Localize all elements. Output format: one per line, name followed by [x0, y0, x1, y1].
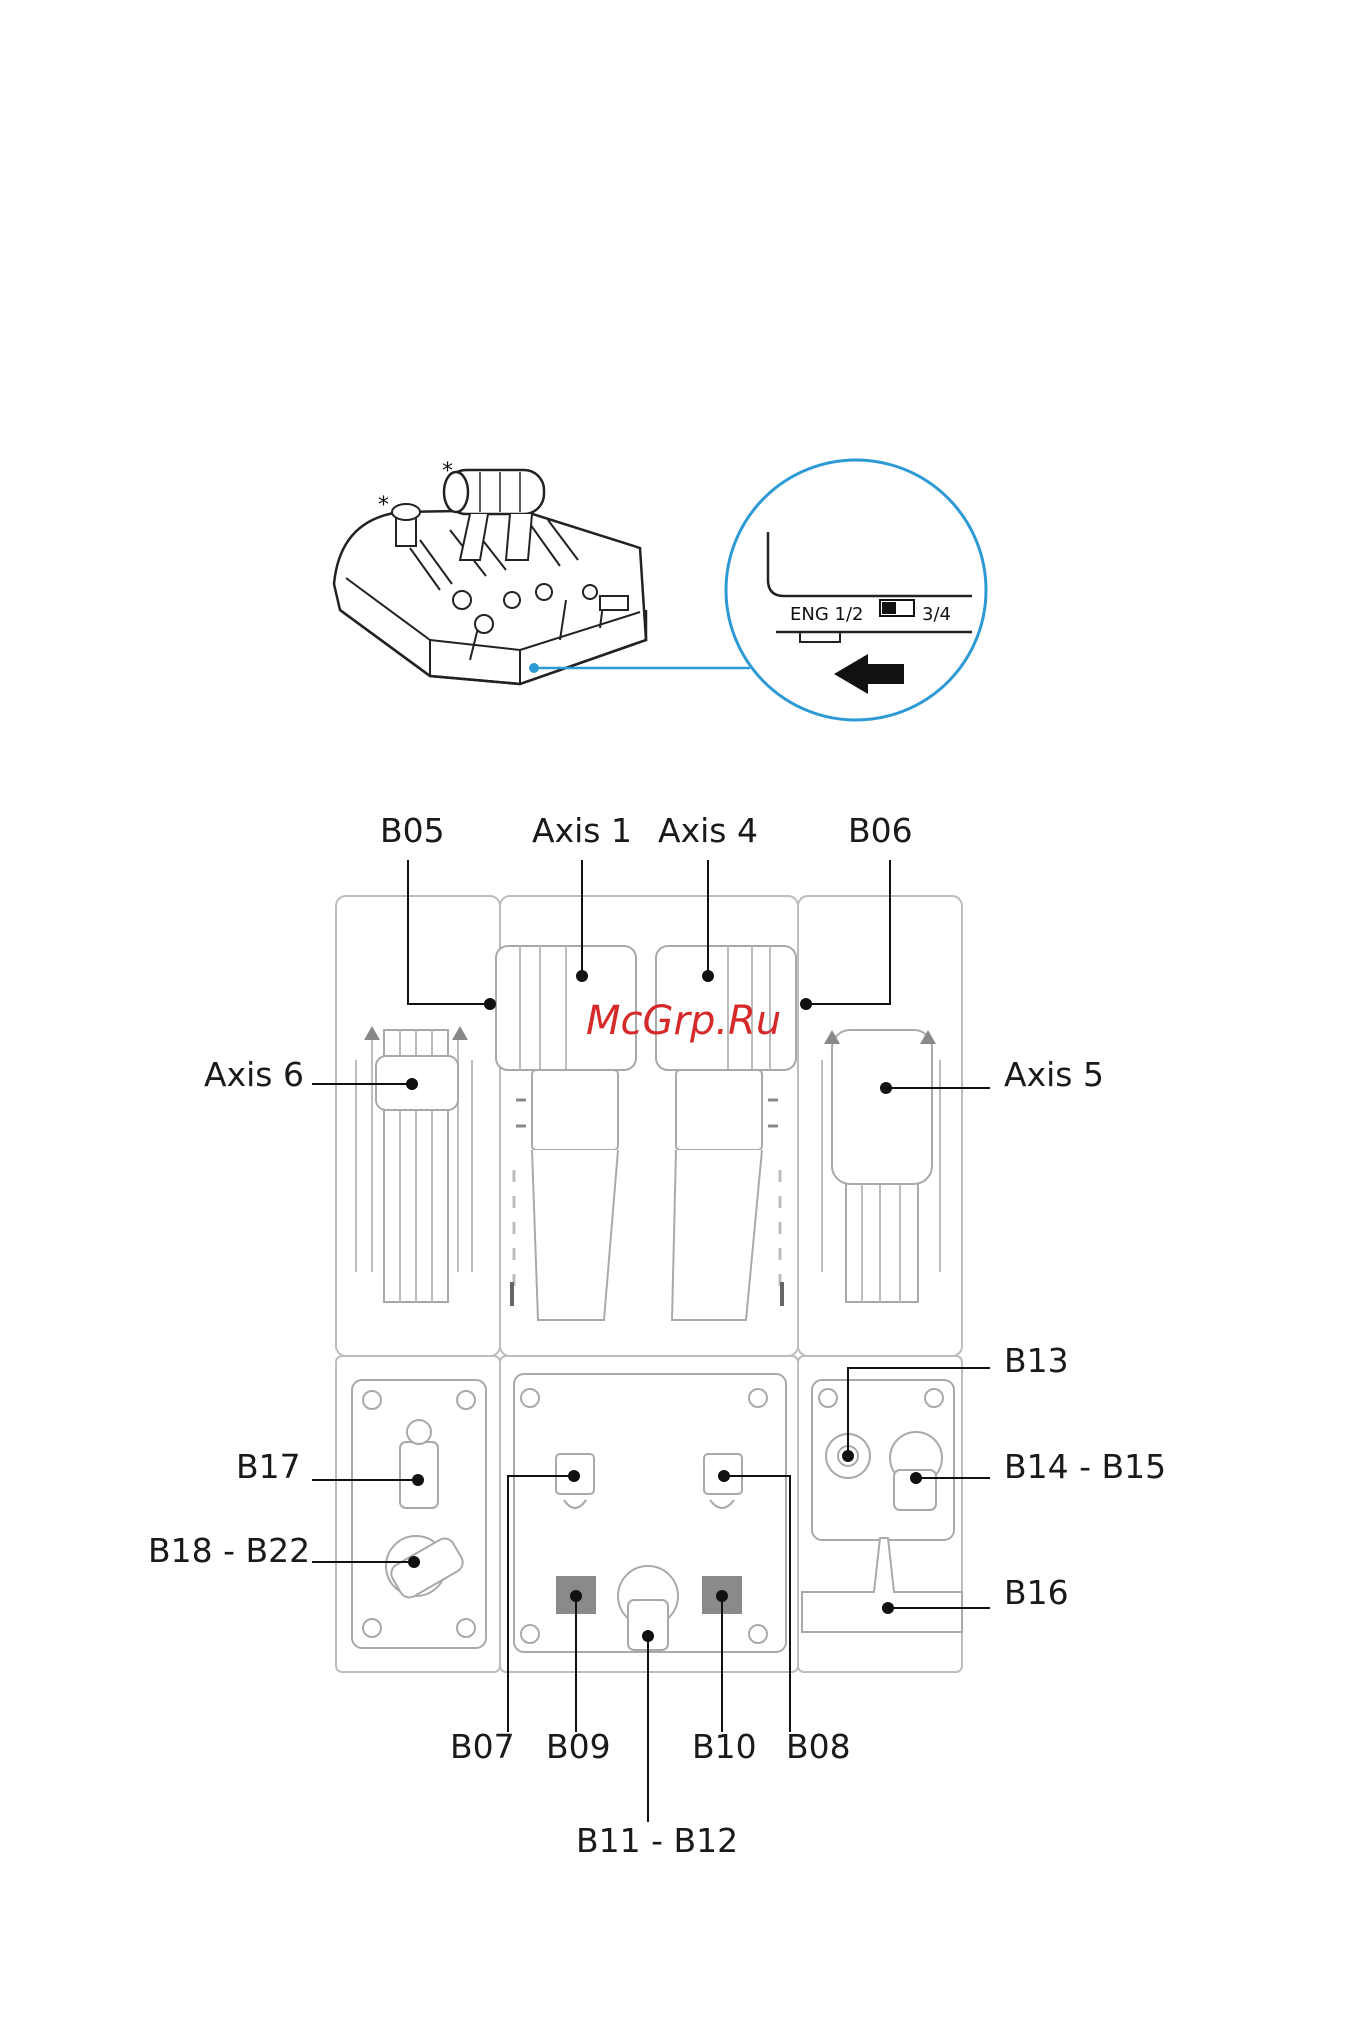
- label-b05: B05: [380, 811, 445, 850]
- label-axis1: Axis 1: [532, 811, 632, 850]
- switch-label-right: 3/4: [922, 604, 951, 625]
- label-b11-b12: B11 - B12: [576, 1821, 738, 1860]
- axis5-lever: [822, 1030, 940, 1302]
- label-b17: B17: [236, 1447, 301, 1486]
- right-panel: [802, 1380, 962, 1632]
- center-panel: [514, 1374, 786, 1652]
- label-b18-b22: B18 - B22: [148, 1531, 310, 1570]
- label-b08: B08: [786, 1727, 851, 1766]
- label-b10: B10: [692, 1727, 757, 1766]
- watermark: McGrp.Ru: [586, 998, 781, 1044]
- label-b06: B06: [848, 811, 913, 850]
- label-b14-b15: B14 - B15: [1004, 1447, 1166, 1486]
- label-b13: B13: [1004, 1341, 1069, 1380]
- left-panel: [352, 1380, 486, 1648]
- switch-zoom-inset: ENG 1/2 3/4: [726, 460, 986, 720]
- switch-label-left: ENG 1/2: [790, 604, 863, 625]
- label-b16: B16: [1004, 1573, 1069, 1612]
- label-axis5: Axis 5: [1004, 1055, 1104, 1094]
- label-b07: B07: [450, 1727, 515, 1766]
- throttle-illustration: * *: [334, 459, 750, 684]
- b14-b15-rotary: [890, 1432, 942, 1510]
- axis6-lever: [356, 1026, 472, 1302]
- label-axis6: Axis 6: [204, 1055, 304, 1094]
- b16-lever: [802, 1538, 962, 1632]
- label-axis4: Axis 4: [658, 811, 758, 850]
- label-b09: B09: [546, 1727, 611, 1766]
